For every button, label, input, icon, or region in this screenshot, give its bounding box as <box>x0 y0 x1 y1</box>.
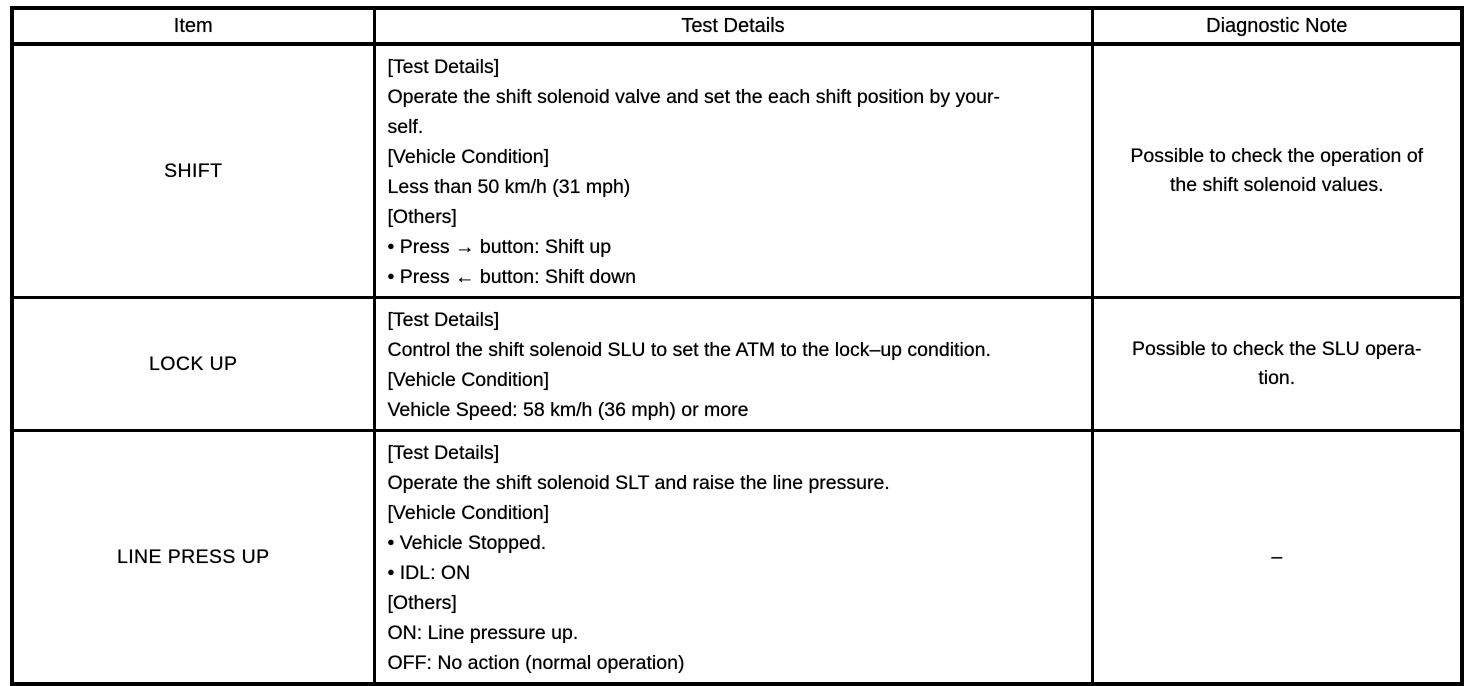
column-header-test-details: Test Details <box>372 6 1094 46</box>
item-cell: LOCK UP <box>10 296 376 432</box>
test-details-cell: [Test Details] Operate the shift solenoi… <box>372 429 1094 686</box>
diagnostic-note-cell: Possible to check the operation of the s… <box>1090 42 1464 299</box>
table-header-row: Item Test Details Diagnostic Note <box>10 6 1464 46</box>
column-header-diagnostic-note: Diagnostic Note <box>1090 6 1464 46</box>
active-test-table: Item Test Details Diagnostic Note SHIFT … <box>10 6 1464 686</box>
diagnostic-note-cell: Possible to check the SLU opera- tion. <box>1090 296 1464 432</box>
item-cell: LINE PRESS UP <box>10 429 376 686</box>
test-details-cell: [Test Details] Operate the shift solenoi… <box>372 42 1094 299</box>
test-details-cell: [Test Details] Control the shift solenoi… <box>372 296 1094 432</box>
scanned-manual-page: Item Test Details Diagnostic Note SHIFT … <box>10 6 1464 686</box>
table-row-line-press-up: LINE PRESS UP [Test Details] Operate the… <box>10 429 1464 686</box>
column-header-item: Item <box>10 6 376 46</box>
table-row-shift: SHIFT [Test Details] Operate the shift s… <box>10 42 1464 299</box>
diagnostic-note-cell: – <box>1090 429 1464 686</box>
item-cell: SHIFT <box>10 42 376 299</box>
table-row-lock-up: LOCK UP [Test Details] Control the shift… <box>10 296 1464 432</box>
